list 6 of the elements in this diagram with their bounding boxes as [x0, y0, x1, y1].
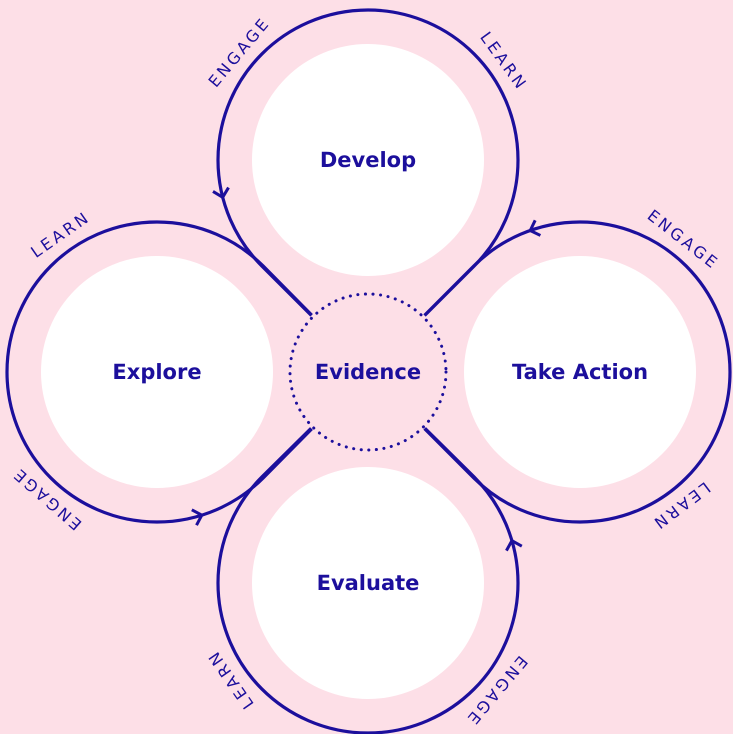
node-label: Take Action — [512, 360, 648, 384]
node-label: Evaluate — [316, 571, 420, 595]
node-label: Explore — [112, 360, 202, 384]
dotted-circle-node — [288, 292, 448, 452]
node-label: Develop — [320, 148, 416, 172]
node-label: Evidence — [314, 360, 422, 384]
